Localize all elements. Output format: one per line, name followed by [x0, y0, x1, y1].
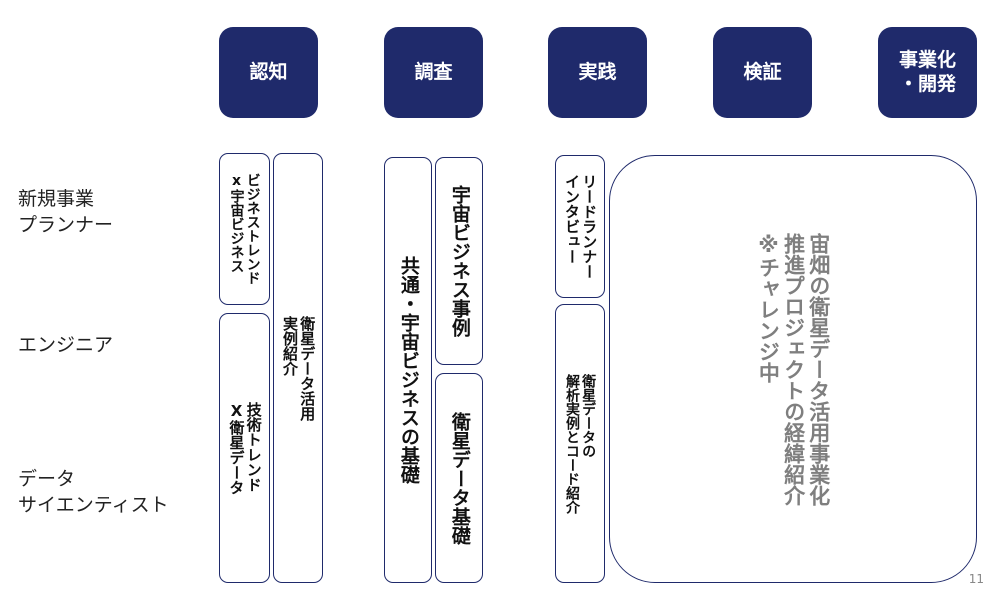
card-analysis-cases-code: 衛星データの 解析実例とコード紹介 — [555, 304, 605, 583]
phase-awareness: 認知 — [219, 27, 318, 118]
card-satellite-data-basics-label: 衛星データ基礎 — [448, 411, 471, 545]
card-satellite-use-cases: 衛星データ活用 実例紹介 — [273, 153, 323, 583]
phase-commercialization: 事業化 ・開発 — [878, 27, 977, 118]
card-space-business-basics-label: 共通・宇宙ビジネスの基礎 — [397, 256, 420, 484]
phase-verification: 検証 — [713, 27, 812, 118]
card-tech-trend-label: 技術トレンド X衛星データ — [227, 401, 263, 495]
card-challenge: 宙畑の衛星データ活用事業化 推進プロジェクトの経緯紹介 ※チャレンジ中 — [609, 155, 977, 583]
card-lead-runner-interview-label: リードランナー インタビュー — [563, 174, 599, 279]
card-satellite-data-basics: 衛星データ基礎 — [435, 373, 483, 583]
card-business-trend-label: ビジネストレンド x宇宙ビジネス — [228, 173, 261, 285]
card-analysis-cases-code-label: 衛星データの 解析実例とコード紹介 — [564, 373, 597, 514]
card-lead-runner-interview: リードランナー インタビュー — [555, 155, 605, 298]
page-number: 11 — [968, 572, 984, 586]
card-challenge-label: 宙畑の衛星データ活用事業化 推進プロジェクトの経緯紹介 ※チャレンジ中 — [756, 232, 831, 506]
phase-research: 調査 — [384, 27, 483, 118]
card-space-business-cases-label: 宇宙ビジネス事例 — [448, 185, 471, 337]
role-planner: 新規事業 プランナー — [18, 188, 114, 236]
card-space-business-basics: 共通・宇宙ビジネスの基礎 — [384, 157, 432, 583]
role-data-scientist: データ サイエンティスト — [18, 468, 169, 516]
card-satellite-use-cases-label: 衛星データ活用 実例紹介 — [281, 315, 317, 421]
card-business-trend: ビジネストレンド x宇宙ビジネス — [219, 153, 270, 305]
role-engineer: エンジニア — [18, 334, 114, 356]
card-tech-trend: 技術トレンド X衛星データ — [219, 313, 270, 583]
card-space-business-cases: 宇宙ビジネス事例 — [435, 157, 483, 365]
phase-practice: 実践 — [548, 27, 647, 118]
